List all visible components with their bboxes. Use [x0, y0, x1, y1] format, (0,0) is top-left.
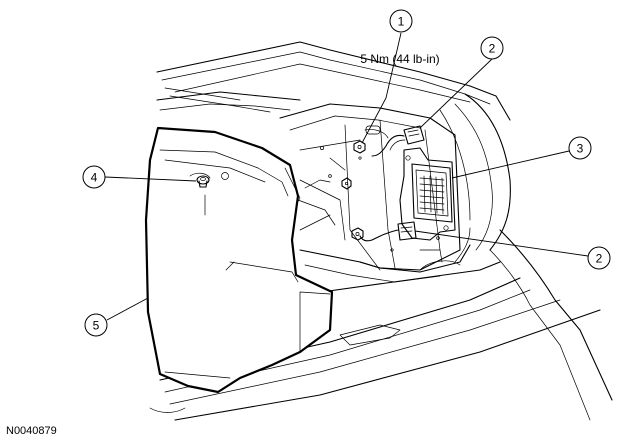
figure-id: N0040879	[6, 425, 57, 437]
callout-leaders	[104, 32, 589, 321]
callout-1-label: 1	[398, 15, 405, 29]
callout-2-upper: 2	[480, 36, 504, 60]
module-assembly	[399, 147, 456, 241]
leader-1	[361, 32, 402, 144]
callout-1: 1	[389, 9, 413, 33]
leader-2-upper	[419, 58, 493, 129]
leader-3	[451, 150, 570, 179]
callout-2-upper-label: 2	[489, 42, 496, 56]
callout-5: 5	[84, 313, 108, 337]
callout-2-lower: 2	[587, 246, 611, 270]
trunk-side-trim-panel	[144, 126, 336, 394]
callout-5-label: 5	[93, 319, 100, 333]
callout-2-lower-label: 2	[596, 252, 603, 266]
callout-3: 3	[568, 136, 592, 160]
module-connector-grid	[419, 175, 445, 215]
torque-spec-label: 5 Nm (44 lb-in)	[360, 52, 439, 66]
push-pin-retainer	[196, 175, 210, 188]
callout-3-label: 3	[577, 142, 584, 156]
lower-electrical-connector	[359, 221, 417, 242]
leader-4	[104, 176, 197, 182]
upper-electrical-connector	[371, 125, 425, 157]
leader-5	[106, 297, 149, 321]
trunk-bulkhead	[279, 103, 471, 283]
leader-2-lower	[414, 230, 589, 257]
module-nuts	[341, 140, 366, 241]
callout-4-label: 4	[91, 171, 98, 185]
callout-4: 4	[82, 165, 106, 189]
